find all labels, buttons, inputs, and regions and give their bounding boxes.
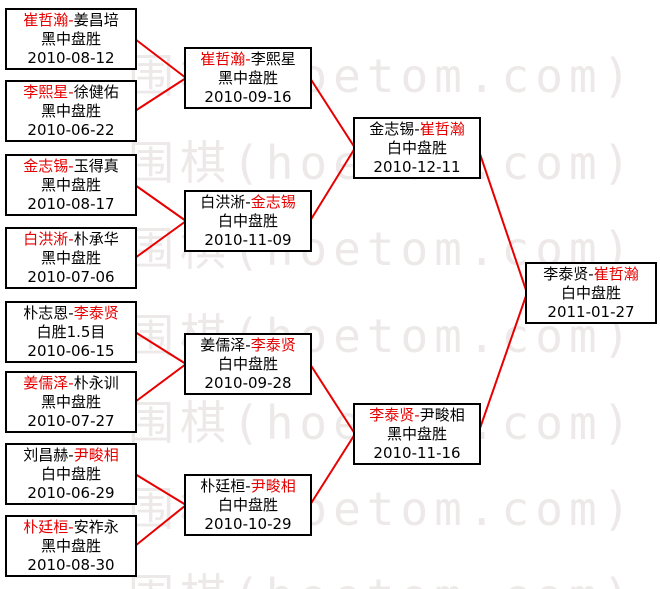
match-result: 黑中盘胜 [40, 101, 101, 120]
winner-name: 崔哲瀚 [593, 264, 639, 283]
match-box-round2-4: 朴廷桓-尹畯相 白中盘胜 2010-10-29 [184, 474, 312, 536]
match-date: 2010-08-17 [27, 194, 115, 213]
match-date: 2010-06-15 [27, 341, 115, 360]
match-box-round2-3: 姜儒泽-李泰贤 白中盘胜 2010-09-28 [184, 333, 312, 395]
match-players: 李泰贤-崔哲瀚 [543, 265, 638, 284]
match-players: 金志锡-崔哲瀚 [369, 120, 464, 139]
match-players: 崔哲瀚-姜昌培 [23, 11, 118, 30]
winner-name: 朴廷桓- [23, 517, 74, 536]
winner-name: 崔哲瀚- [23, 10, 74, 29]
watermark-text: 围棋(hoetom.com) [128, 560, 636, 589]
match-result: 白胜1.5目 [36, 322, 106, 341]
loser-name: 李泰贤- [543, 264, 594, 283]
winner-name: 尹畯相 [73, 445, 119, 464]
match-box-semifinal-1: 金志锡-崔哲瀚 白中盘胜 2010-12-11 [353, 117, 481, 179]
match-date: 2010-08-12 [27, 48, 115, 67]
match-players: 白洪淅-朴承华 [23, 230, 118, 249]
winner-name: 金志锡 [250, 192, 296, 211]
match-result: 黑中盘胜 [217, 68, 278, 87]
match-box-round1-1: 崔哲瀚-姜昌培 黑中盘胜 2010-08-12 [5, 8, 137, 70]
match-date: 2010-11-09 [204, 230, 292, 249]
match-box-round1-4: 白洪淅-朴承华 黑中盘胜 2010-07-06 [5, 227, 137, 289]
match-date: 2010-09-28 [204, 373, 292, 392]
match-result: 白中盘胜 [40, 464, 101, 483]
match-date: 2010-09-16 [204, 87, 292, 106]
winner-name: 李泰贤- [369, 405, 420, 424]
loser-name: 李熙星 [250, 49, 296, 68]
match-date: 2010-07-27 [27, 411, 115, 430]
match-players: 李泰贤-尹畯相 [369, 406, 464, 425]
winner-name: 李泰贤 [250, 335, 296, 354]
winner-name: 崔哲瀚 [419, 119, 465, 138]
match-box-semifinal-2: 李泰贤-尹畯相 黑中盘胜 2010-11-16 [353, 403, 481, 465]
match-box-round1-5: 朴志恩-李泰贤 白胜1.5目 2010-06-15 [5, 301, 137, 363]
match-box-final: 李泰贤-崔哲瀚 白中盘胜 2011-01-27 [525, 262, 657, 324]
winner-name: 李泰贤 [73, 303, 119, 322]
match-result: 黑中盘胜 [40, 392, 101, 411]
loser-name: 朴永训 [73, 373, 119, 392]
loser-name: 白洪淅- [200, 192, 251, 211]
winner-name: 崔哲瀚- [200, 49, 251, 68]
match-box-round1-6: 姜儒泽-朴永训 黑中盘胜 2010-07-27 [5, 371, 137, 433]
match-date: 2010-10-29 [204, 514, 292, 533]
match-result: 黑中盘胜 [386, 424, 447, 443]
winner-name: 金志锡- [23, 156, 74, 175]
match-players: 白洪淅-金志锡 [200, 193, 295, 212]
match-result: 白中盘胜 [560, 283, 621, 302]
match-players: 朴廷桓-安祚永 [23, 518, 118, 537]
loser-name: 徐健佑 [73, 82, 119, 101]
loser-name: 刘昌赫- [23, 445, 74, 464]
match-box-round2-1: 崔哲瀚-李熙星 黑中盘胜 2010-09-16 [184, 47, 312, 109]
match-date: 2010-11-16 [373, 443, 461, 462]
match-box-round1-7: 刘昌赫-尹畯相 白中盘胜 2010-06-29 [5, 443, 137, 505]
loser-name: 尹畯相 [419, 405, 465, 424]
match-players: 刘昌赫-尹畯相 [23, 446, 118, 465]
match-result: 黑中盘胜 [40, 29, 101, 48]
match-players: 姜儒泽-李泰贤 [200, 336, 295, 355]
winner-name: 李熙星- [23, 82, 74, 101]
match-result: 黑中盘胜 [40, 248, 101, 267]
loser-name: 朴承华 [73, 229, 119, 248]
match-box-round1-2: 李熙星-徐健佑 黑中盘胜 2010-06-22 [5, 80, 137, 142]
winner-name: 尹畯相 [250, 476, 296, 495]
match-date: 2010-08-30 [27, 555, 115, 574]
match-players: 金志锡-玉得真 [23, 157, 118, 176]
match-date: 2010-12-11 [373, 157, 461, 176]
match-result: 白中盘胜 [217, 211, 278, 230]
match-box-round2-2: 白洪淅-金志锡 白中盘胜 2010-11-09 [184, 190, 312, 252]
loser-name: 姜儒泽- [200, 335, 251, 354]
loser-name: 金志锡- [369, 119, 420, 138]
loser-name: 朴廷桓- [200, 476, 251, 495]
winner-name: 白洪淅- [23, 229, 74, 248]
match-result: 黑中盘胜 [40, 175, 101, 194]
loser-name: 姜昌培 [73, 10, 119, 29]
match-date: 2010-06-29 [27, 483, 115, 502]
match-players: 朴志恩-李泰贤 [23, 304, 118, 323]
match-box-round1-3: 金志锡-玉得真 黑中盘胜 2010-08-17 [5, 154, 137, 216]
match-result: 白中盘胜 [386, 138, 447, 157]
loser-name: 安祚永 [73, 517, 119, 536]
loser-name: 朴志恩- [23, 303, 74, 322]
match-players: 崔哲瀚-李熙星 [200, 50, 295, 69]
match-date: 2011-01-27 [547, 302, 635, 321]
match-date: 2010-07-06 [27, 267, 115, 286]
match-box-round1-8: 朴廷桓-安祚永 黑中盘胜 2010-08-30 [5, 515, 137, 577]
match-result: 白中盘胜 [217, 354, 278, 373]
match-date: 2010-06-22 [27, 120, 115, 139]
match-players: 李熙星-徐健佑 [23, 83, 118, 102]
match-result: 白中盘胜 [217, 495, 278, 514]
loser-name: 玉得真 [73, 156, 119, 175]
match-players: 朴廷桓-尹畯相 [200, 477, 295, 496]
match-players: 姜儒泽-朴永训 [23, 374, 118, 393]
match-result: 黑中盘胜 [40, 536, 101, 555]
winner-name: 姜儒泽- [23, 373, 74, 392]
